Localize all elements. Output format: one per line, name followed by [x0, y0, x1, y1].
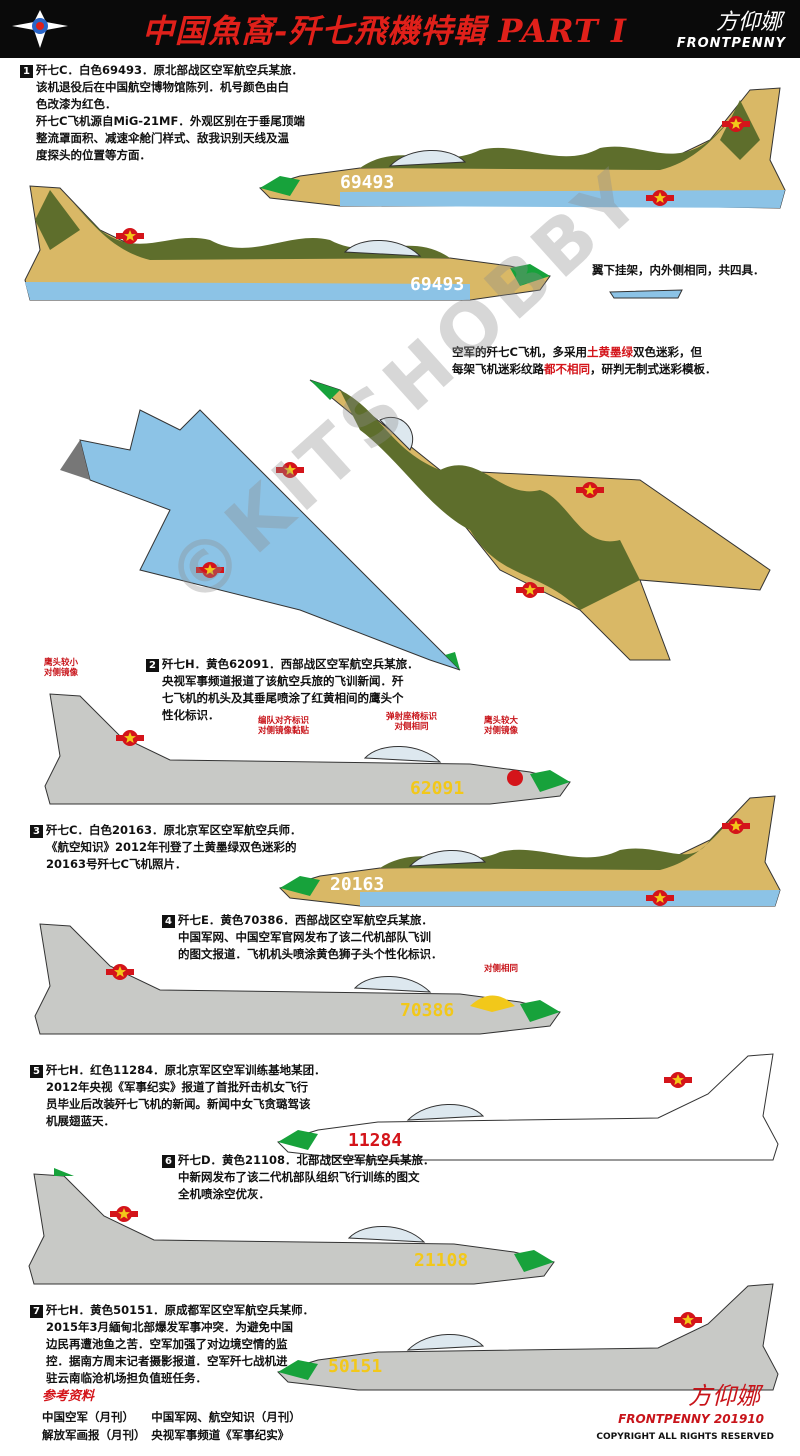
callout-text: 鹰头较小 — [44, 658, 79, 668]
section7-number: 7 — [30, 1305, 43, 1318]
section6-line: 全机喷涂空优灰． — [178, 1187, 270, 1201]
plane1-underside-view — [60, 409, 461, 671]
plane1-left-serial: 69493 — [410, 274, 464, 295]
section3-line: 歼七C．白色20163．原北京军区空军航空兵师． — [46, 823, 302, 837]
callout-eagle-large: 鹰头较大 对侧镜像 — [484, 716, 518, 736]
callout-formation: 编队对齐标识 对侧镜像黏贴 — [258, 716, 309, 736]
pylon-drawing — [609, 289, 683, 299]
camo-note: 空军的歼七C飞机，多采用土黄墨绿双色迷彩，但 每架飞机迷彩纹路都不相同，研判无制… — [452, 344, 717, 378]
section7-line: 边民再遭池鱼之苦．空军加强了对边境空情的监 — [46, 1337, 288, 1351]
section1-line: 歼七C飞机源自MiG-21MF．外观区别在于垂尾顶端 — [36, 114, 305, 128]
section2-line: 七飞机的机头及其垂尾喷涂了红黄相间的鹰头个 — [162, 691, 404, 705]
callout-text: 对侧相同 — [394, 722, 429, 732]
camo-note-highlight: 土黄墨绿 — [586, 345, 633, 359]
references-row: 中国空军（月刊） 中国军网、航空知识（月刊） — [42, 1410, 301, 1424]
section1-number: 1 — [20, 65, 33, 78]
callout-text: 对侧镜像 — [44, 668, 79, 678]
callout-text: 编队对齐标识 — [258, 716, 310, 726]
plane7-profile: 50151 — [277, 1283, 779, 1391]
plane7-serial: 50151 — [328, 1356, 382, 1377]
callout-text: 对侧镜像 — [484, 726, 519, 736]
references-row: 解放军画报（月刊） 央视军事频道《军事纪实》 — [42, 1428, 290, 1442]
plane1-left-profile: 69493 — [24, 185, 551, 301]
header-bar: 中国魚窩-歼七飛機特輯 PART I 方仰娜 FRONTPENNY — [0, 0, 800, 58]
plane4-serial: 70386 — [400, 1000, 454, 1021]
camo-note-text: 每架飞机迷彩纹路 — [452, 362, 544, 376]
section5-number: 5 — [30, 1065, 43, 1078]
section4-number: 4 — [162, 915, 175, 928]
camo-note-text: ，研判无制式迷彩模板． — [590, 362, 717, 376]
footer-date: 201910 — [713, 1412, 764, 1426]
camo-note-highlight: 都不相同 — [544, 362, 590, 376]
plane1-right-profile: 69493 — [259, 87, 786, 209]
section1-line: 整流罩面积、减速伞舱门样式、敌我识别天线及温 — [36, 131, 289, 145]
camo-note-text: 双色迷彩，但 — [632, 345, 702, 359]
section1-line: 歼七C．白色69493．原北部战区空军航空兵某旅． — [36, 63, 303, 77]
section4-line: 的图文报道．飞机机头喷涂黄色狮子头个性化标识． — [178, 947, 443, 961]
section5-line: 歼七H．红色11284．原北京军区空军训练基地某团． — [46, 1063, 326, 1077]
section6-line: 中新网发布了该二代机部队组织飞行训练的图文 — [178, 1170, 420, 1184]
plane2-serial: 62091 — [410, 778, 464, 799]
callout-eagle-small: 鹰头较小 对侧镜像 — [44, 658, 78, 678]
section5-line: 员毕业后改装歼七飞机的新闻。新闻中女飞贪璐驾该 — [46, 1097, 311, 1111]
brand-label: FRONTPENNY — [676, 36, 786, 51]
page-title: 中国魚窩-歼七飛機特輯 PART I — [142, 12, 627, 50]
callout-text: 对侧镜像黏贴 — [258, 726, 310, 736]
section1-line: 色改漆为红色． — [36, 97, 117, 111]
callout-same-side: 对侧相同 — [484, 964, 518, 974]
callout-text: 鹰头较大 — [484, 716, 519, 726]
footer-brand: FRONTPENNY 201910 — [618, 1412, 764, 1426]
callout-text: 对侧相同 — [484, 964, 519, 974]
section3-number: 3 — [30, 825, 43, 838]
camo-note-text: 空军的歼七C飞机，多采用 — [452, 345, 587, 359]
plane6-profile: 21108 — [28, 1168, 555, 1285]
callout-ejection-seat: 弹射座椅标识 对侧相同 — [386, 712, 437, 732]
section5-line: 机展翅蓝天． — [46, 1114, 115, 1128]
plane5-serial: 11284 — [348, 1130, 402, 1151]
callout-text: 弹射座椅标识 — [386, 712, 438, 722]
section2-line: 性化标识． — [162, 708, 220, 722]
plane3-profile: 20163 — [279, 795, 781, 907]
air-force-emblem-icon — [12, 10, 68, 48]
footer-brand-name: FRONTPENNY — [618, 1412, 710, 1426]
section7-line: 控．据南方周末记者摄影报道．空军歼七战机进 — [46, 1354, 288, 1368]
section2-line: 歼七H．黄色62091．西部战区空军航空兵某旅． — [162, 657, 419, 671]
section6-number: 6 — [162, 1155, 175, 1168]
plane1-serial: 69493 — [340, 172, 394, 193]
section2-line: 央视军事频道报道了该航空兵旅的飞训新闻．歼 — [162, 674, 404, 688]
section1-line: 该机退役后在中国航空博物馆陈列．机号颜色由白 — [36, 80, 289, 94]
section4-line: 中国军网、中国空军官网发布了该二代机部队飞训 — [178, 930, 431, 944]
plane2-profile: 62091 — [44, 693, 571, 805]
section7-line: 2015年3月緬甸北部爆发军事冲突．为避免中国 — [46, 1320, 294, 1334]
section1-line: 度探头的位置等方面． — [36, 148, 151, 162]
plane5-profile: 11284 — [277, 1053, 779, 1161]
section6-line: 歼七D．黄色21108．北部战区空军航空兵某旅． — [178, 1153, 435, 1167]
section2-number: 2 — [146, 659, 159, 672]
pylon-note: 翼下挂架，内外侧相同，共四具． — [592, 263, 765, 277]
plane1-top-view — [309, 379, 771, 661]
section7-line: 歼七H．黄色50151．原成都军区空军航空兵某师． — [46, 1303, 315, 1317]
section4-line: 歼七E．黄色70386．西部战区空军航空兵某旅． — [178, 913, 433, 927]
footer-signature: 方仰娜 — [688, 1382, 760, 1410]
section7-line: 驻云南临沧机场担负值班任务． — [46, 1371, 207, 1385]
plane4-profile: 70386 — [34, 923, 561, 1035]
footer-copyright: COPYRIGHT ALL RIGHTS RESERVED — [596, 1432, 774, 1442]
section3-line: 《航空知识》2012年刊登了土黄墨绿双色迷彩的 — [46, 840, 297, 854]
references-title: 参考资料 — [42, 1389, 95, 1404]
references: 参考资料 中国空军（月刊） 中国军网、航空知识（月刊） 解放军画报（月刊） 央视… — [42, 1388, 301, 1444]
section3-line: 20163号歼七C飞机照片． — [46, 857, 187, 871]
plane3-serial: 20163 — [330, 874, 384, 895]
author-signature: 方仰娜 — [715, 10, 782, 35]
section5-line: 2012年央视《军事纪实》报道了首批歼击机女飞行 — [46, 1080, 309, 1094]
plane6-serial: 21108 — [414, 1250, 468, 1271]
